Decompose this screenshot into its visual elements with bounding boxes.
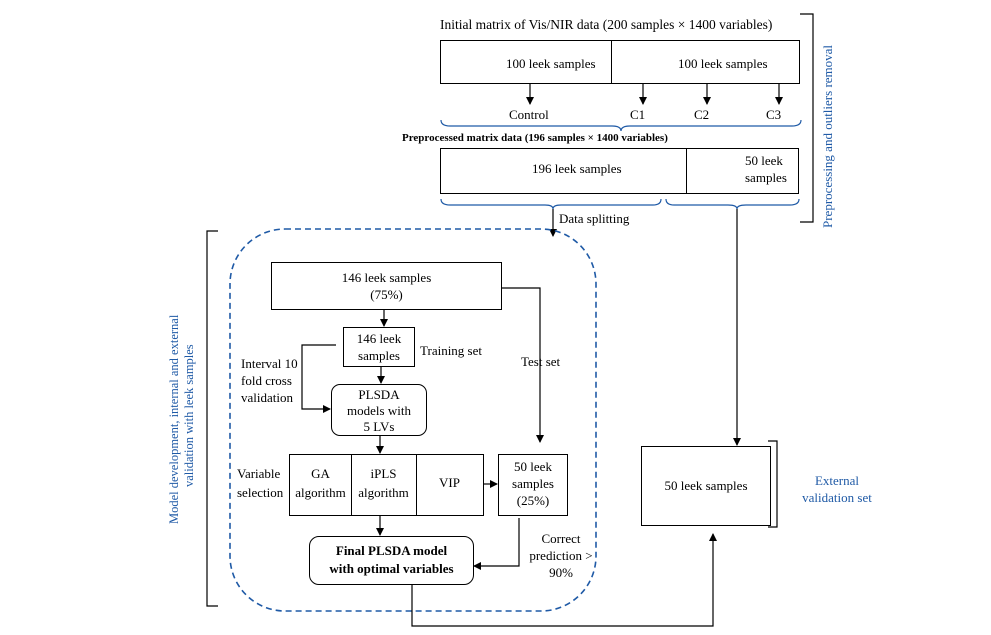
ga-line2: algorithm xyxy=(295,485,346,500)
box-training-samples xyxy=(343,327,415,367)
train-line2: samples xyxy=(358,348,400,363)
b146-line2: (75%) xyxy=(370,287,403,302)
ipls-line1: iPLS xyxy=(370,466,397,481)
b50-line2: samples xyxy=(512,476,554,491)
initial-matrix-title: Initial matrix of Vis/NIR data (200 samp… xyxy=(440,17,773,32)
external-box-label: 50 leek samples xyxy=(664,478,748,493)
varsel-line1: Variable xyxy=(237,466,281,481)
b50-line3: (25%) xyxy=(516,493,550,508)
box1-left-label: 100 leek samples xyxy=(506,56,596,71)
box2-right-label-2: samples xyxy=(745,170,787,185)
b50-line1: 50 leek xyxy=(514,459,552,474)
box2-right-label-1: 50 leek xyxy=(745,153,783,168)
preprocessed-title: Preprocessed matrix data (196 samples × … xyxy=(402,132,668,144)
ga-line1: GA xyxy=(311,466,330,481)
group-c3: C3 xyxy=(766,107,782,122)
brace-196 xyxy=(440,198,662,210)
box2-left-label: 196 leek samples xyxy=(532,161,622,176)
box-plsda-models xyxy=(331,384,427,436)
brace-50 xyxy=(665,198,800,210)
box-final-plsda xyxy=(309,536,474,585)
ipls-line2: algorithm xyxy=(358,485,409,500)
group-c1: C1 xyxy=(630,107,646,122)
external-bracket xyxy=(768,440,778,528)
arrow-test-set xyxy=(502,287,544,443)
final-line2: with optimal variables xyxy=(329,561,454,576)
box1-right-label: 100 leek samples xyxy=(678,56,768,71)
model-bracket xyxy=(206,230,218,607)
plsda-line3: 5 LVs xyxy=(363,419,395,434)
vip-label: VIP xyxy=(439,475,460,490)
correct-line2: prediction > xyxy=(529,548,593,563)
box-200-samples xyxy=(440,40,800,84)
divider xyxy=(611,41,612,83)
preprocessing-bracket xyxy=(800,13,814,223)
training-set-label: Training set xyxy=(420,343,482,358)
cv-line3: validation xyxy=(241,390,293,405)
train-line1: 146 leek xyxy=(356,331,402,346)
group-c2: C2 xyxy=(694,107,710,122)
test-set-label: Test set xyxy=(521,354,561,369)
box-50-test-samples xyxy=(498,454,568,516)
correct-line3: 90% xyxy=(549,565,573,580)
divider xyxy=(351,455,352,515)
correct-line1: Correct xyxy=(541,531,581,546)
preprocessing-side-label: Preprocessing and outliers removal xyxy=(820,44,835,228)
box-146-samples xyxy=(271,262,502,310)
arrow-to-external xyxy=(411,533,717,627)
groups-brace xyxy=(440,119,802,132)
arrow-cross-validation xyxy=(301,344,336,413)
divider xyxy=(416,455,417,515)
external-label-2: validation set xyxy=(802,490,872,505)
data-splitting-label: Data splitting xyxy=(559,211,630,226)
cv-line2: fold cross xyxy=(241,373,292,388)
group-control: Control xyxy=(509,107,549,122)
box-preprocessed xyxy=(440,148,799,194)
external-label-1: External xyxy=(814,473,860,488)
plsda-line2: models with xyxy=(347,403,411,418)
model-side-label-1: Model development, internal and external xyxy=(167,314,181,524)
arrow-correct-prediction xyxy=(473,518,520,570)
final-line1: Final PLSDA model xyxy=(335,543,448,558)
b146-line1: 146 leek samples xyxy=(341,270,432,285)
cv-line1: Interval 10 xyxy=(241,356,298,371)
model-side-label-2: validation with leek samples xyxy=(182,344,196,487)
varsel-line2: selection xyxy=(237,485,284,500)
divider xyxy=(686,149,687,193)
box-external-samples xyxy=(641,446,771,526)
box-variable-selection xyxy=(289,454,484,516)
plsda-line1: PLSDA xyxy=(358,387,400,402)
